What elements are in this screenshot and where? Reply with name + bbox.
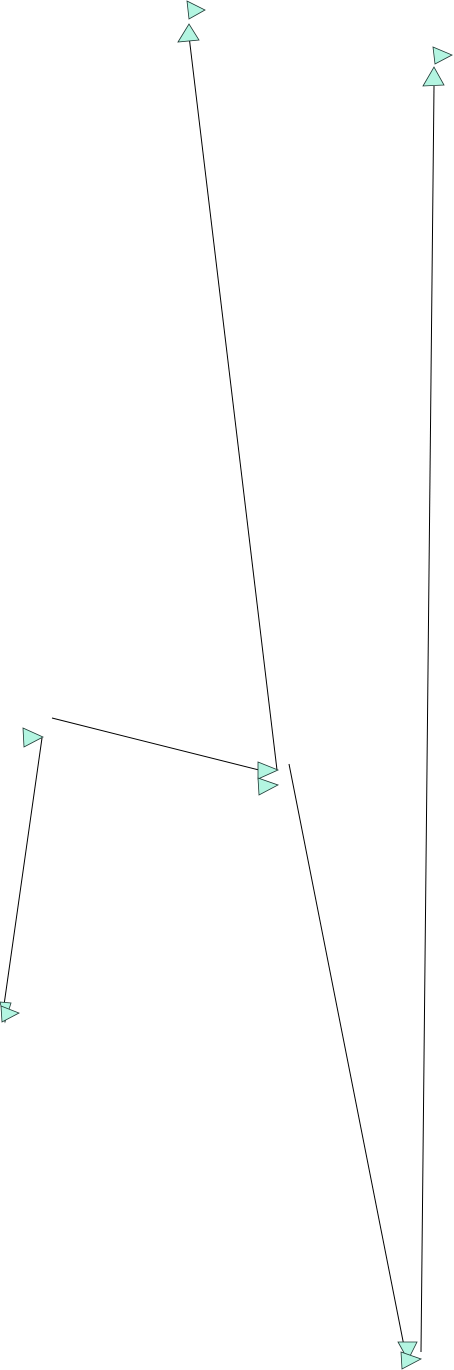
arrow-right-icon — [186, 0, 206, 20]
edge-center-to-bottom-right — [288, 763, 405, 1347]
arrow-right-icon — [400, 1351, 422, 1370]
edge-left-to-center — [51, 717, 264, 772]
arrow-right-icon — [0, 1005, 20, 1023]
edge-top-right-to-bottom-right — [420, 85, 435, 1353]
edge-left-to-lower-left — [2, 737, 43, 1013]
arrow-up-icon — [177, 23, 200, 43]
arrow-right-icon — [432, 46, 453, 65]
edge-top-middle-to-center — [188, 35, 278, 771]
arrow-up-icon — [422, 66, 445, 87]
arrow-right-icon — [257, 761, 280, 780]
arrow-right-icon — [22, 727, 44, 748]
arrow-right-icon — [257, 777, 279, 796]
arrow-down-icon — [397, 1341, 418, 1361]
edges-group — [2, 35, 435, 1353]
